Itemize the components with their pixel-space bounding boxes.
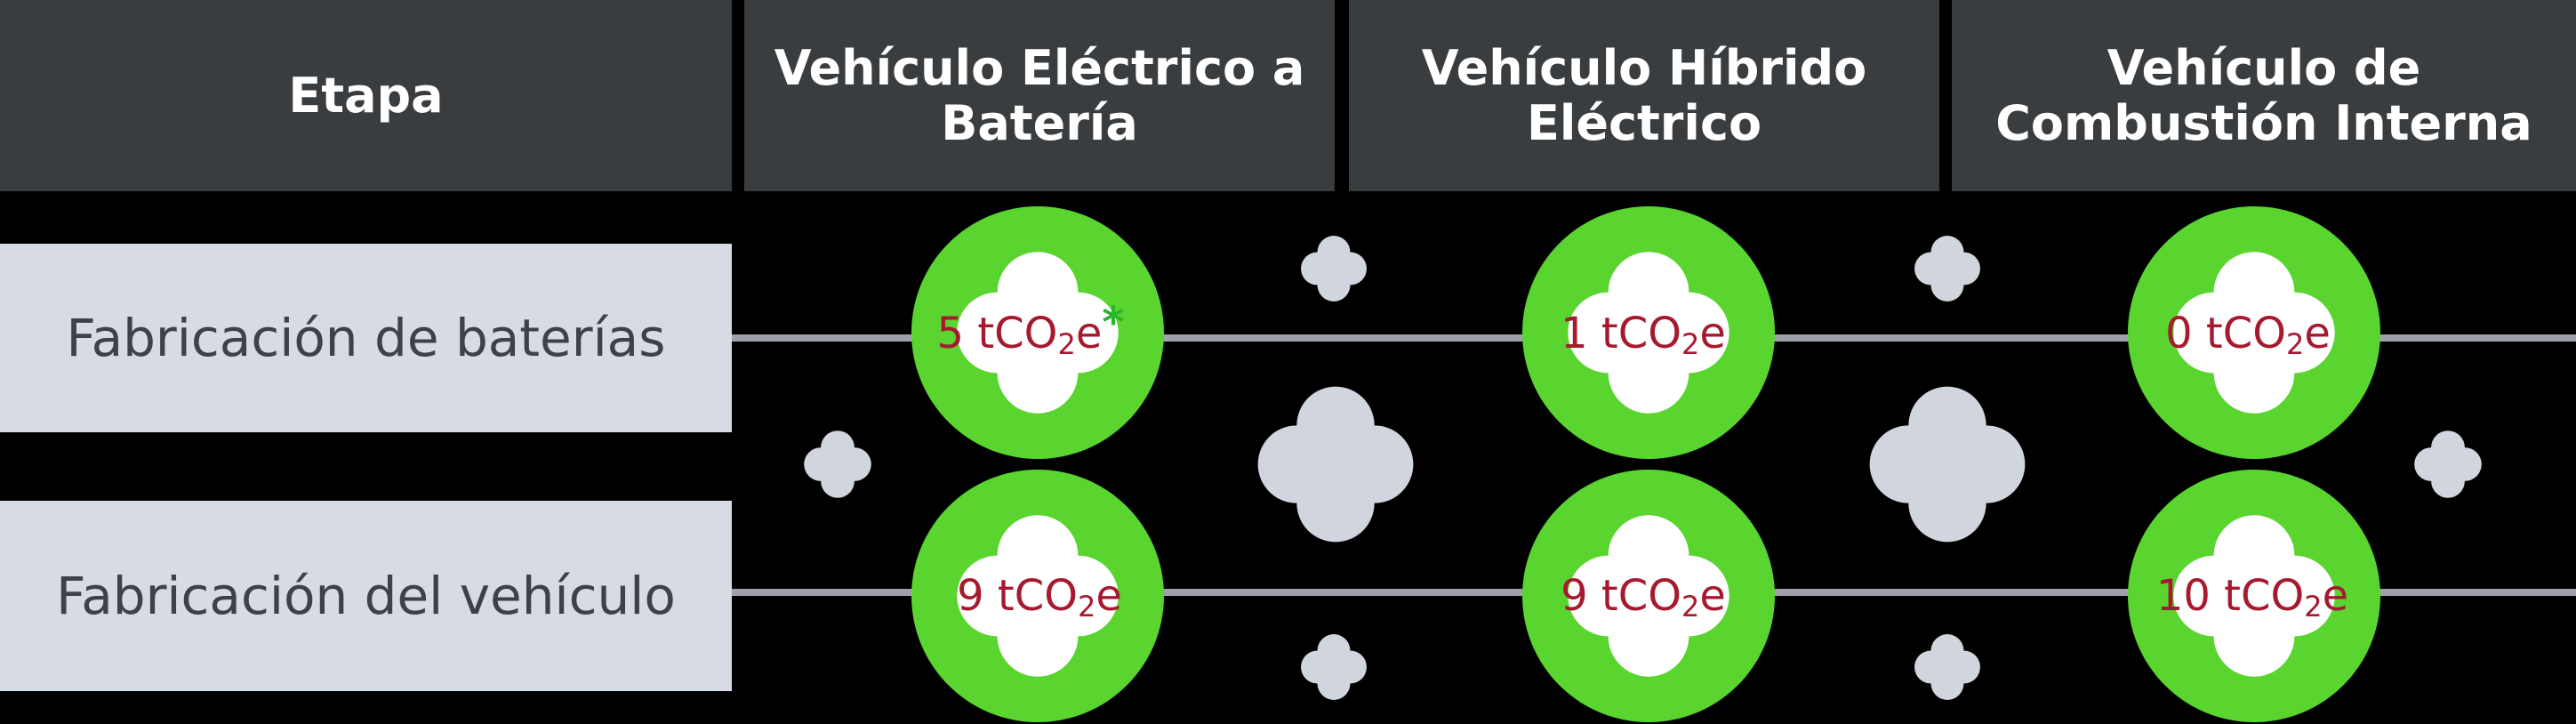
large-cloud-1 xyxy=(1257,386,1414,543)
large-cloud-2 xyxy=(1869,386,2026,543)
value-bev-vehiculo-unit: tCO xyxy=(997,571,1079,621)
value-hev-baterias-tail: e xyxy=(1699,309,1726,358)
value-ice-vehiculo-sub: 2 xyxy=(2304,590,2323,623)
badge-ice-baterias-cloud xyxy=(2173,252,2335,414)
header-hev-line1: Vehículo Híbrido xyxy=(1421,39,1867,96)
header-hev-line2: Eléctrico xyxy=(1526,94,1762,151)
header-etapa-label: Etapa xyxy=(288,67,444,124)
small-cloud-4 xyxy=(1914,634,1980,700)
header-hev: Vehículo Híbrido Eléctrico xyxy=(1349,0,1939,191)
value-ice-baterias-sub: 2 xyxy=(2286,327,2305,361)
row-label-baterias-text: Fabricación de baterías xyxy=(66,308,666,368)
value-ice-baterias-tail: e xyxy=(2304,309,2331,358)
value-hev-vehiculo-unit: tCO xyxy=(1601,571,1682,621)
badge-ice-vehiculo-cloud xyxy=(2173,515,2335,677)
value-bev-baterias-unit: tCO xyxy=(977,309,1058,358)
value-bev-baterias-num: 5 xyxy=(936,309,965,358)
value-ice-baterias-num: 0 xyxy=(2165,309,2193,358)
badge-hev-baterias-cloud xyxy=(1568,252,1729,414)
value-ice-vehiculo-unit: tCO xyxy=(2224,571,2305,621)
header-bev-line1: Vehículo Eléctrico a xyxy=(774,39,1305,96)
header-bev: Vehículo Eléctrico a Batería xyxy=(744,0,1335,191)
badge-bev-baterias-cloud xyxy=(957,252,1119,414)
small-cloud-2 xyxy=(1914,236,1980,302)
small-cloud-6 xyxy=(2414,430,2482,498)
row-label-baterias: Fabricación de baterías xyxy=(0,244,732,432)
row-label-vehiculo-text: Fabricación del vehículo xyxy=(56,566,676,626)
value-hev-vehiculo-num: 9 xyxy=(1561,571,1588,621)
header-etapa: Etapa xyxy=(0,0,732,191)
value-hev-vehiculo-sub: 2 xyxy=(1681,590,1700,623)
header-ice-line1: Vehículo de xyxy=(2107,39,2421,96)
badge-bev-vehiculo-cloud xyxy=(957,515,1119,677)
value-hev-vehiculo-tail: e xyxy=(1699,571,1726,621)
value-bev-baterias-sub: 2 xyxy=(1057,327,1076,361)
value-bev-baterias-tail: e xyxy=(1075,309,1103,358)
header-ice-line2: Combustión Interna xyxy=(1995,94,2532,151)
value-ice-vehiculo-tail: e xyxy=(2322,571,2349,621)
header-bev-line2: Batería xyxy=(941,94,1138,151)
value-hev-baterias-num: 1 xyxy=(1561,309,1588,358)
value-bev-vehiculo-num: 9 xyxy=(957,571,984,621)
small-cloud-1 xyxy=(1301,236,1367,302)
value-bev-vehiculo-sub: 2 xyxy=(1078,590,1096,623)
value-hev-baterias-unit: tCO xyxy=(1601,309,1682,358)
row-label-vehiculo: Fabricación del vehículo xyxy=(0,501,732,691)
value-ice-vehiculo-num: 10 xyxy=(2155,571,2211,621)
badge-hev-vehiculo-cloud xyxy=(1568,515,1729,677)
header-ice: Vehículo de Combustión Interna xyxy=(1952,0,2576,191)
small-cloud-5 xyxy=(804,430,871,498)
small-cloud-3 xyxy=(1301,634,1367,700)
value-bev-vehiculo-tail: e xyxy=(1095,571,1122,621)
value-ice-baterias-unit: tCO xyxy=(2205,309,2287,358)
value-hev-baterias-sub: 2 xyxy=(1681,327,1700,361)
asterisk-marker: * xyxy=(1102,298,1125,348)
